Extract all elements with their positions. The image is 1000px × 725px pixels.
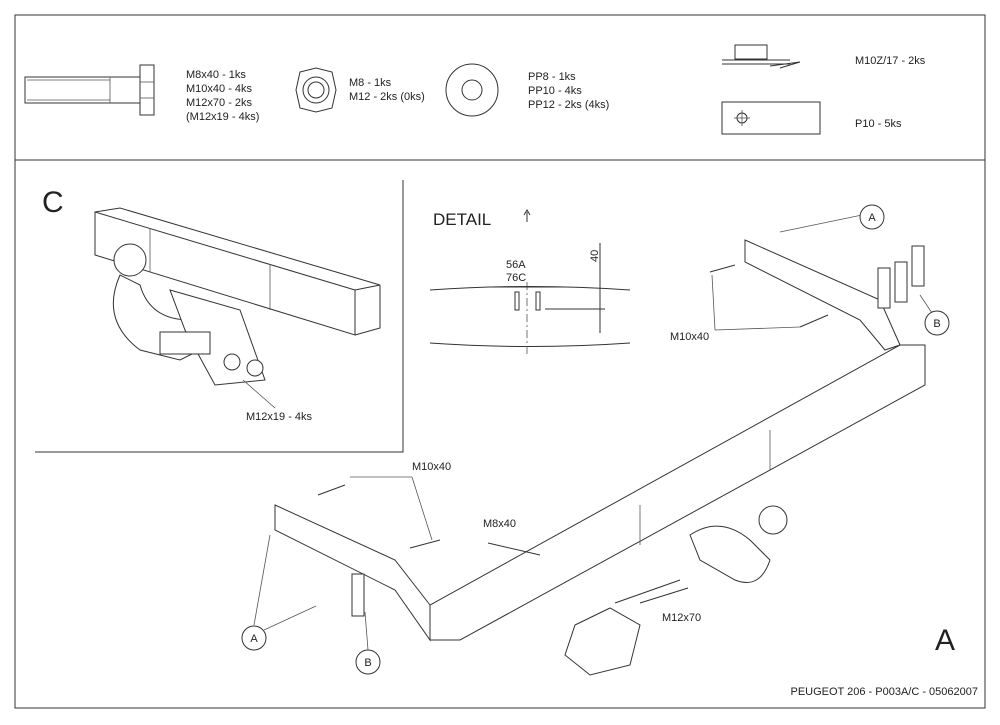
callout-a-text: A (868, 212, 876, 224)
detail-c-frame (35, 180, 404, 453)
detail-dim-76c: 76C (506, 272, 526, 284)
callout-b-text: B (933, 318, 940, 330)
label-m10x40-right: M10x40 (670, 331, 709, 343)
washer-pp10: PP10 - 4ks (528, 85, 582, 97)
detail-c-hitch-drawing (94, 207, 381, 409)
detail-drawing (429, 243, 631, 355)
drawing-footer: PEUGEOT 206 - P003A/C - 05062007 (790, 686, 978, 698)
nut-icon (295, 67, 337, 113)
clip-icon (722, 44, 801, 69)
up-arrow-icon (523, 209, 531, 222)
bolt-m10x40: M10x40 - 4ks (186, 83, 253, 95)
label-m10x40-left: M10x40 (412, 461, 451, 473)
view-a-letter: A (935, 624, 955, 657)
nut-m8: M8 - 1ks (349, 77, 392, 89)
callout-b-left: B (355, 649, 381, 675)
callout-a-right: A (859, 204, 885, 230)
washer-pp12: PP12 - 2ks (4ks) (528, 99, 609, 111)
plate-icon (721, 101, 821, 135)
washer-icon (445, 63, 499, 117)
sheet-frame (14, 14, 986, 709)
nut-m12: M12 - 2ks (0ks) (349, 91, 425, 103)
detail-dim-40: 40 (589, 250, 601, 262)
bolt-m12x70: M12x70 - 2ks (186, 97, 253, 109)
clip-label: M10Z/17 - 2ks (855, 55, 926, 67)
detail-c-letter: C (42, 186, 64, 219)
nut-list: M8 - 1ks M12 - 2ks (0ks) (349, 77, 425, 103)
callout-a-text: A (250, 633, 258, 645)
detail-dim-56a: 56A (506, 259, 526, 271)
washer-pp8: PP8 - 1ks (528, 71, 576, 83)
callout-b-right: B (924, 310, 950, 336)
label-m12x70: M12x70 (662, 612, 701, 624)
label-m8x40: M8x40 (483, 518, 516, 530)
detail-title: DETAIL (433, 210, 491, 229)
bolt-list: M8x40 - 1ks M10x40 - 4ks M12x70 - 2ks (M… (186, 69, 259, 123)
bolt-icon (24, 64, 155, 116)
callout-a-left: A (241, 625, 267, 651)
washer-list: PP8 - 1ks PP10 - 4ks PP12 - 2ks (4ks) (528, 71, 609, 111)
plate-label: P10 - 5ks (855, 118, 902, 130)
detail-c-bolt-label: M12x19 - 4ks (246, 411, 313, 423)
bolt-m12x19: (M12x19 - 4ks) (186, 111, 259, 123)
callout-b-text: B (364, 657, 371, 669)
tow-bar-drawing (253, 214, 933, 676)
bolt-m8x40: M8x40 - 1ks (186, 69, 246, 81)
